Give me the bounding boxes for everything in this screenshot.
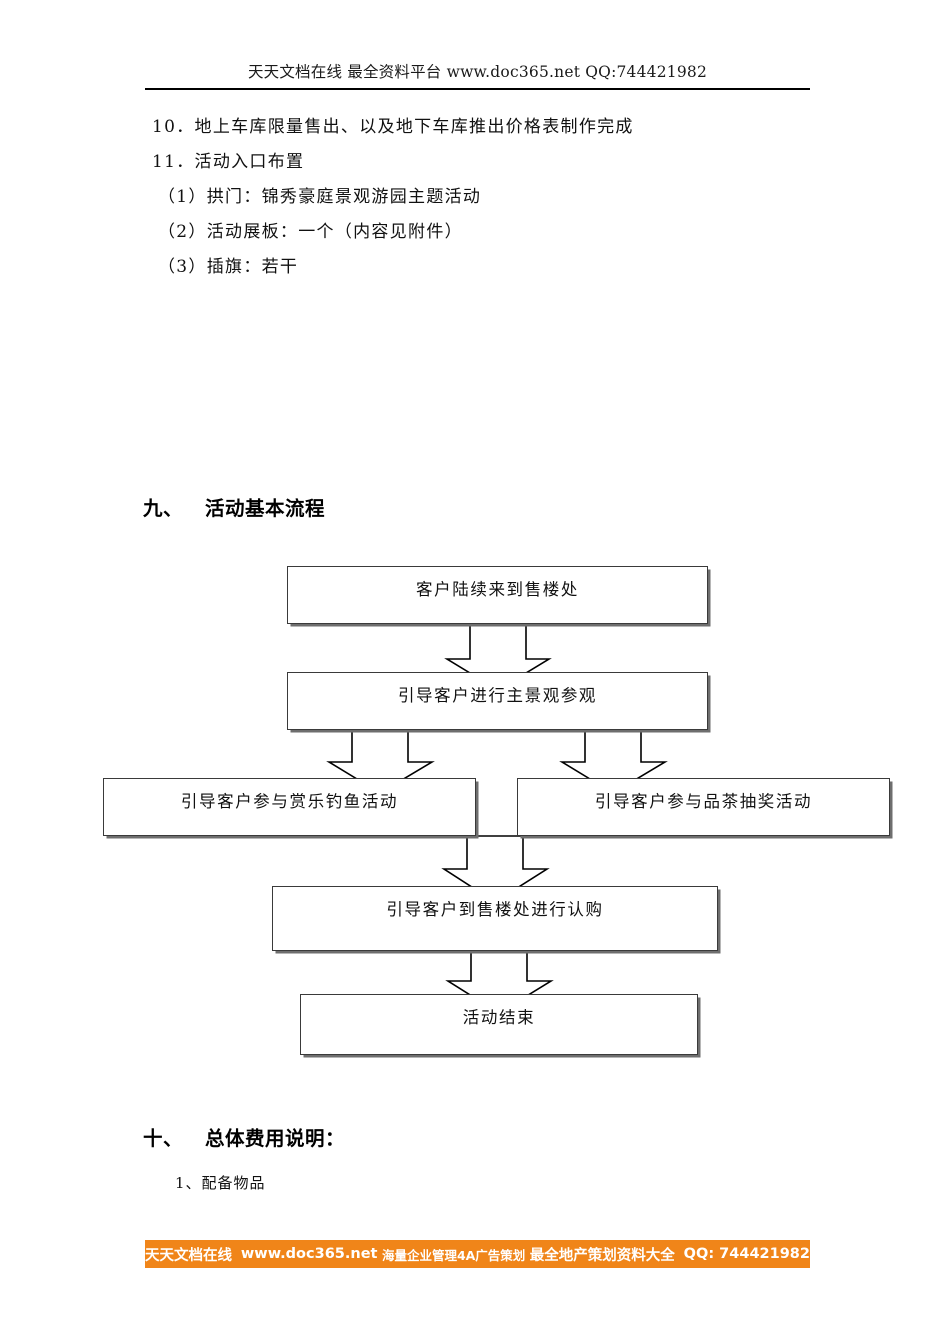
flow-box-label: 引导客户参与品茶抽奖活动 [594, 792, 813, 811]
section-heading-ten-number: 十、 [143, 1127, 184, 1150]
flow-box-label: 引导客户进行主景观参观 [397, 686, 598, 705]
flow-box-tea-lottery-activity: 引导客户参与品茶抽奖活动 [517, 778, 890, 836]
subitem-equipment: 1、配备物品 [175, 1174, 266, 1192]
section-heading-nine: 九、活动基本流程 [143, 492, 325, 521]
section-heading-nine-title: 活动基本流程 [205, 497, 326, 520]
list-item: （1）拱门：锦秀豪庭景观游园主题活动 [158, 187, 482, 207]
footer-banner: 天天文档在线 www.doc365.net 海量企业管理4A广告策划 最全地产策… [145, 1240, 810, 1268]
page-header-watermark: 天天文档在线 最全资料平台 www.doc365.net QQ:74442198… [145, 60, 810, 82]
header-watermark-text: 天天文档在线 最全资料平台 www.doc365.net QQ:74442198… [247, 63, 708, 81]
footer-qq: QQ: 744421982 [683, 1246, 810, 1262]
section-heading-ten: 十、总体费用说明： [143, 1122, 345, 1151]
document-list: 10．地上车库限量售出、以及地下车库推出价格表制作完成 11．活动入口布置 （1… [152, 110, 832, 285]
list-item: （2）活动展板：一个（内容见附件） [158, 222, 463, 242]
flow-box-activity-end: 活动结束 [300, 994, 698, 1055]
list-item: 11．活动入口布置 [152, 152, 305, 172]
section-heading-ten-title: 总体费用说明： [205, 1127, 346, 1150]
footer-tagline-realestate: 最全地产策划资料大全 [529, 1247, 675, 1264]
flow-box-label: 引导客户到售楼处进行认购 [386, 900, 604, 919]
footer-tagline-ads: 海量企业管理4A广告策划 [381, 1247, 526, 1263]
header-divider-rule [145, 88, 810, 90]
list-item: 10．地上车库限量售出、以及地下车库推出价格表制作完成 [152, 117, 634, 137]
section-heading-nine-number: 九、 [143, 497, 184, 520]
footer-url: www.doc365.net [240, 1246, 378, 1262]
flow-box-sales-office-purchase: 引导客户到售楼处进行认购 [272, 886, 718, 951]
flow-box-label: 活动结束 [462, 1008, 536, 1027]
footer-site-name: 天天文档在线 [145, 1247, 232, 1264]
flow-box-guide-tour: 引导客户进行主景观参观 [287, 672, 708, 730]
flow-box-customer-arrive: 客户陆续来到售楼处 [287, 566, 708, 624]
flow-box-label: 引导客户参与赏乐钓鱼活动 [180, 792, 399, 811]
flow-box-fishing-activity: 引导客户参与赏乐钓鱼活动 [103, 778, 476, 836]
flow-box-label: 客户陆续来到售楼处 [416, 580, 579, 599]
list-item: （3）插旗：若干 [158, 257, 299, 277]
